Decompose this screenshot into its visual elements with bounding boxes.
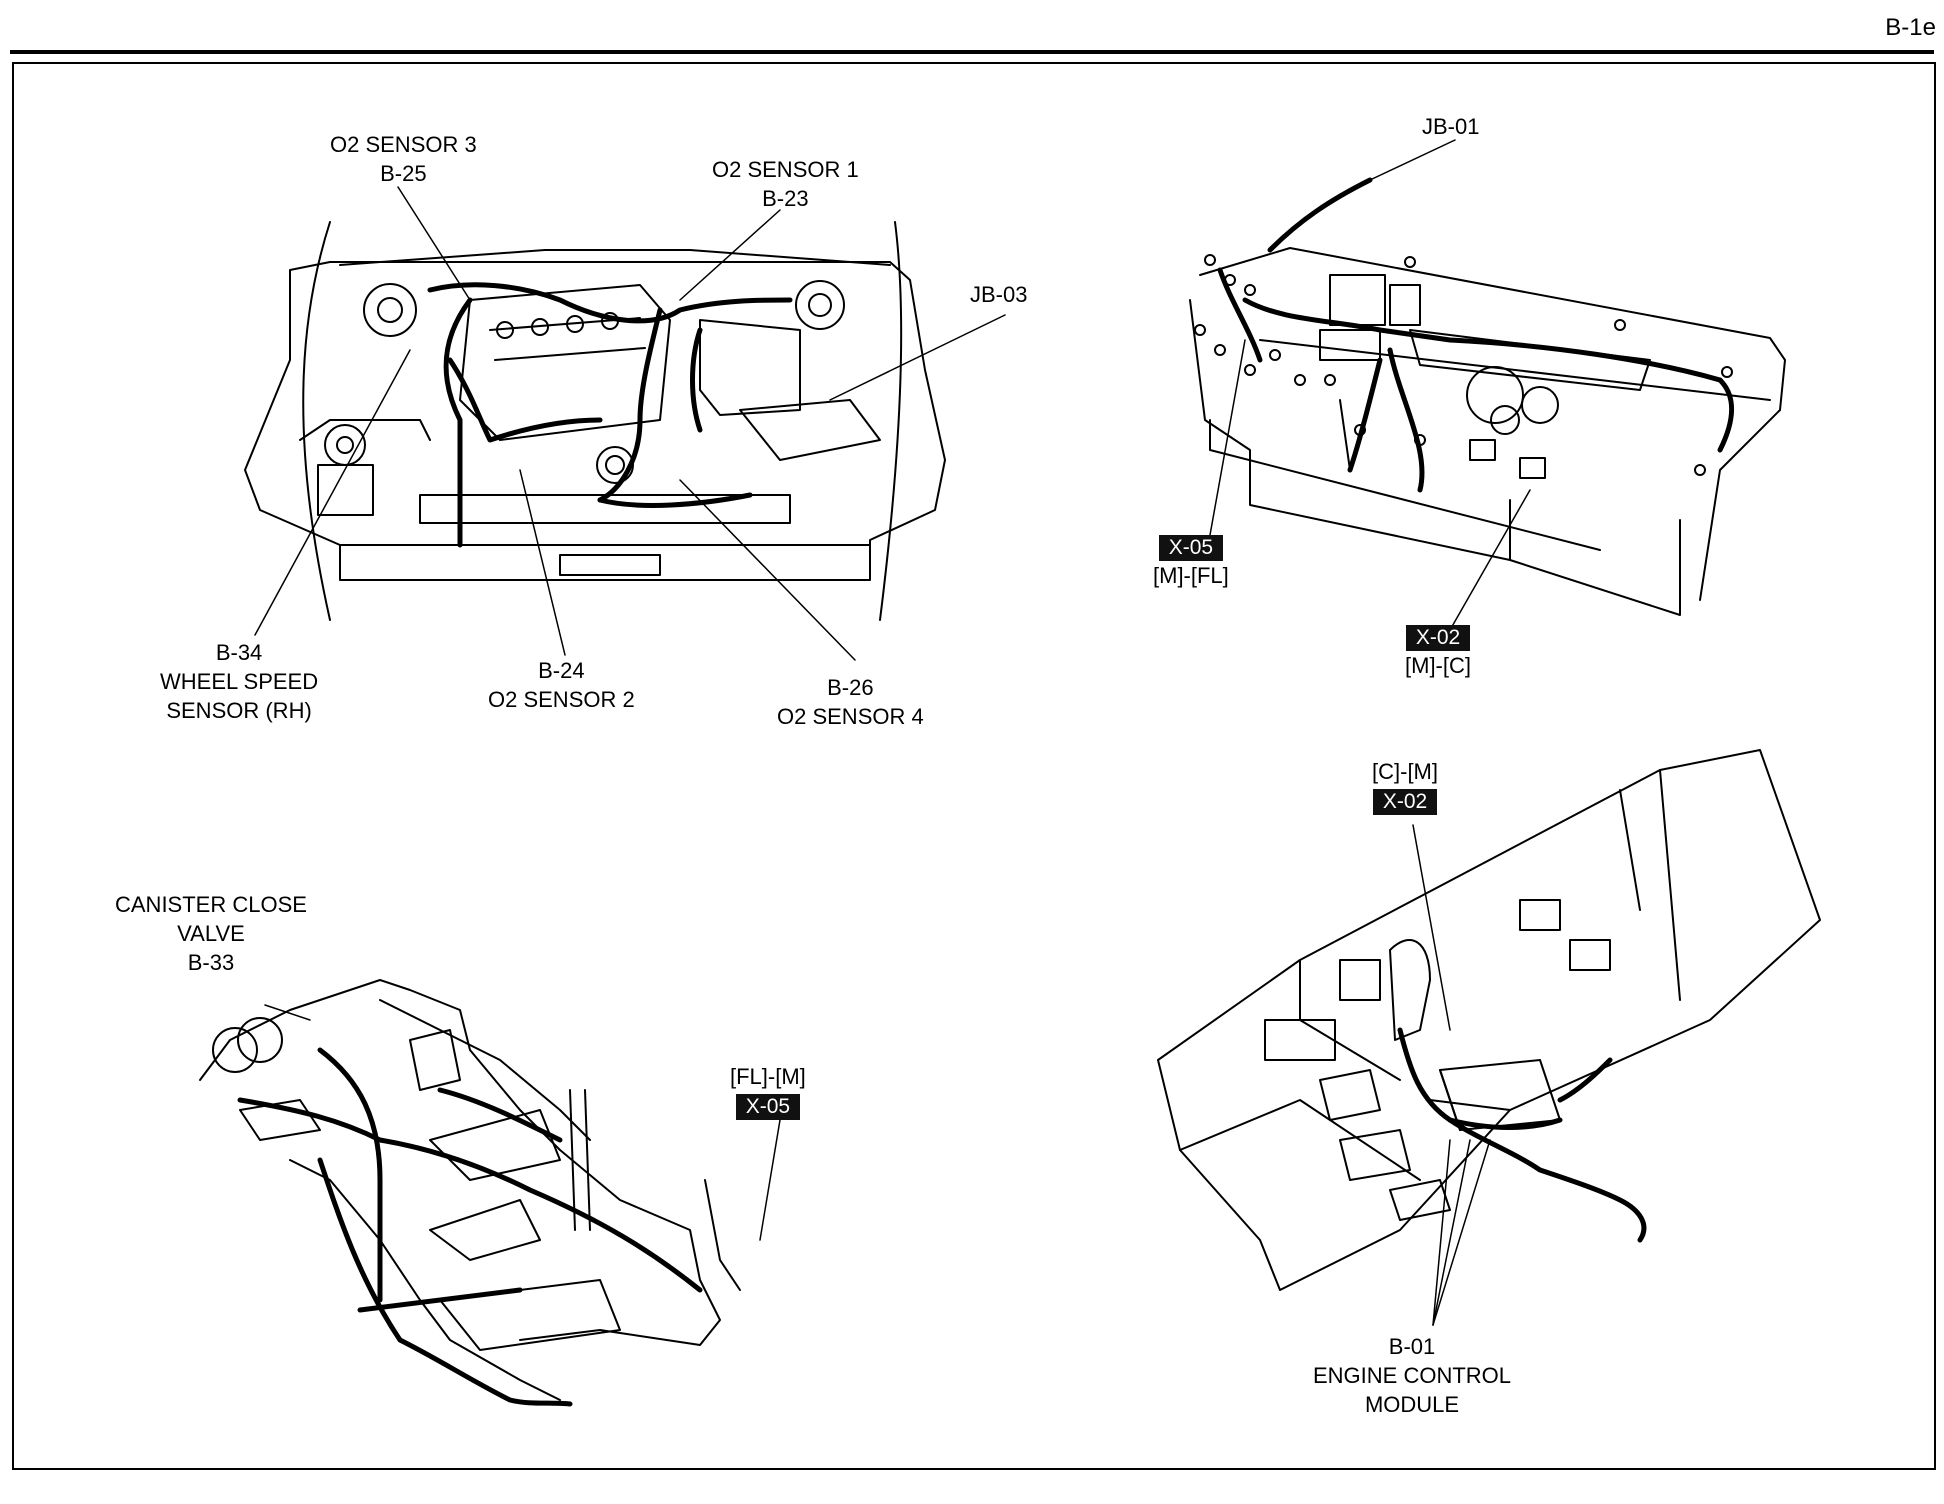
o2-sensor-3-code: B-25 bbox=[380, 161, 427, 186]
o2-sensor-3-name: O2 SENSOR 3 bbox=[330, 132, 477, 157]
console-x02-tag: X-02 bbox=[1372, 789, 1438, 815]
dashboard-illustration bbox=[1189, 177, 1786, 616]
o2-sensor-4-code: B-26 bbox=[827, 675, 874, 700]
dash-x02-label: X-02 [M]-[C] bbox=[1405, 622, 1471, 680]
leader-lines bbox=[254, 139, 1531, 1326]
dash-x05-route: [M]-[FL] bbox=[1153, 563, 1229, 588]
header-rule bbox=[10, 50, 1934, 54]
canister-name-2: VALVE bbox=[177, 921, 245, 946]
jb-03-label: JB-03 bbox=[970, 280, 1027, 309]
ecm-label: B-01 ENGINE CONTROL MODULE bbox=[1313, 1332, 1511, 1419]
dash-x02-route: [M]-[C] bbox=[1405, 653, 1471, 678]
ecm-name-1: ENGINE CONTROL bbox=[1313, 1363, 1512, 1388]
o2-sensor-3-label: O2 SENSOR 3 B-25 bbox=[330, 130, 477, 188]
jb-03-code: JB-03 bbox=[970, 282, 1028, 307]
o2-sensor-2-code: B-24 bbox=[538, 658, 585, 683]
wheel-speed-sensor-label: B-34 WHEEL SPEED SENSOR (RH) bbox=[160, 638, 318, 725]
diagram-frame bbox=[12, 62, 1936, 1470]
jb-01-code: JB-01 bbox=[1422, 114, 1480, 139]
wheel-speed-sensor-name-1: WHEEL SPEED bbox=[160, 669, 319, 694]
canister-close-valve-label: CANISTER CLOSE VALVE B-33 bbox=[115, 890, 307, 977]
dash-x05-label: X-05 [M]-[FL] bbox=[1153, 532, 1229, 590]
ecm-name-2: MODULE bbox=[1364, 1392, 1460, 1417]
engine-bay-illustration bbox=[244, 221, 946, 621]
console-x02-label: [C]-[M] X-02 bbox=[1372, 757, 1438, 815]
wheel-speed-sensor-name-2: SENSOR (RH) bbox=[166, 698, 312, 723]
o2-sensor-1-name: O2 SENSOR 1 bbox=[712, 157, 859, 182]
o2-sensor-4-name: O2 SENSOR 4 bbox=[777, 704, 924, 729]
ecm-code: B-01 bbox=[1388, 1334, 1436, 1359]
jb-01-label: JB-01 bbox=[1422, 112, 1479, 141]
dash-x05-tag: X-05 bbox=[1158, 535, 1224, 561]
o2-sensor-1-label: O2 SENSOR 1 B-23 bbox=[712, 155, 859, 213]
o2-sensor-2-label: B-24 O2 SENSOR 2 bbox=[488, 656, 635, 714]
o2-sensor-2-name: O2 SENSOR 2 bbox=[488, 687, 635, 712]
floor-x05-label: [FL]-[M] X-05 bbox=[730, 1062, 806, 1120]
dash-x02-tag: X-02 bbox=[1405, 625, 1471, 651]
page-label: B-1e bbox=[1885, 14, 1936, 41]
console-illustration bbox=[1157, 749, 1821, 1291]
floor-x05-tag: X-05 bbox=[735, 1094, 801, 1120]
console-x02-route: [C]-[M] bbox=[1372, 759, 1438, 784]
canister-code: B-33 bbox=[187, 950, 235, 975]
canister-name-1: CANISTER CLOSE bbox=[115, 892, 307, 917]
o2-sensor-4-label: B-26 O2 SENSOR 4 bbox=[777, 673, 924, 731]
o2-sensor-1-code: B-23 bbox=[762, 186, 809, 211]
floor-illustration bbox=[199, 979, 741, 1407]
wheel-speed-sensor-code: B-34 bbox=[215, 640, 263, 665]
floor-x05-route: [FL]-[M] bbox=[730, 1064, 806, 1089]
